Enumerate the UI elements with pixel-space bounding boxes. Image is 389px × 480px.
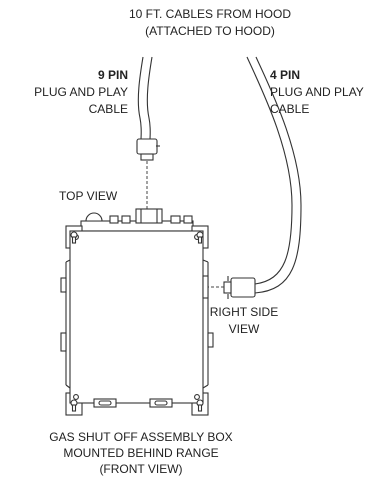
left-cable-pin-count: 9 PIN bbox=[98, 68, 128, 82]
bottom-mounting-tab-left bbox=[93, 398, 117, 408]
left-cable-label-line-3: CABLE bbox=[89, 102, 128, 116]
four-pin-cable bbox=[246, 56, 302, 294]
right-cable-label-line-3: CABLE bbox=[270, 102, 309, 116]
nine-pin-connector bbox=[136, 138, 160, 161]
header-line-2: (ATTACHED TO HOOD) bbox=[145, 24, 275, 38]
right-side-view-label-line-1: RIGHT SIDE bbox=[210, 305, 278, 319]
top-view-label: TOP VIEW bbox=[59, 189, 118, 203]
bottom-mounting-tab-right bbox=[149, 398, 173, 408]
footer-line-2: MOUNTED BEHIND RANGE bbox=[63, 446, 218, 460]
left-cable-label-line-2: PLUG AND PLAY bbox=[34, 85, 128, 99]
nine-pin-cable bbox=[137, 56, 153, 141]
right-cable-label-line-2: PLUG AND PLAY bbox=[270, 85, 364, 99]
keyhole-slot-top-left bbox=[70, 231, 78, 244]
gas-shutoff-box bbox=[60, 225, 214, 416]
keyhole-slot-bottom-right bbox=[196, 399, 204, 412]
four-pin-connector bbox=[223, 276, 256, 299]
top-view-strip bbox=[80, 208, 194, 232]
keyhole-slot-bottom-left bbox=[70, 399, 78, 412]
footer-line-1: GAS SHUT OFF ASSEMBLY BOX bbox=[49, 430, 232, 444]
keyhole-slot-top-right bbox=[196, 231, 204, 244]
header-line-1: 10 FT. CABLES FROM HOOD bbox=[129, 7, 291, 21]
footer-line-3: (FRONT VIEW) bbox=[99, 462, 182, 476]
right-side-view-label-line-2: VIEW bbox=[229, 322, 260, 336]
right-cable-pin-count: 4 PIN bbox=[270, 68, 300, 82]
